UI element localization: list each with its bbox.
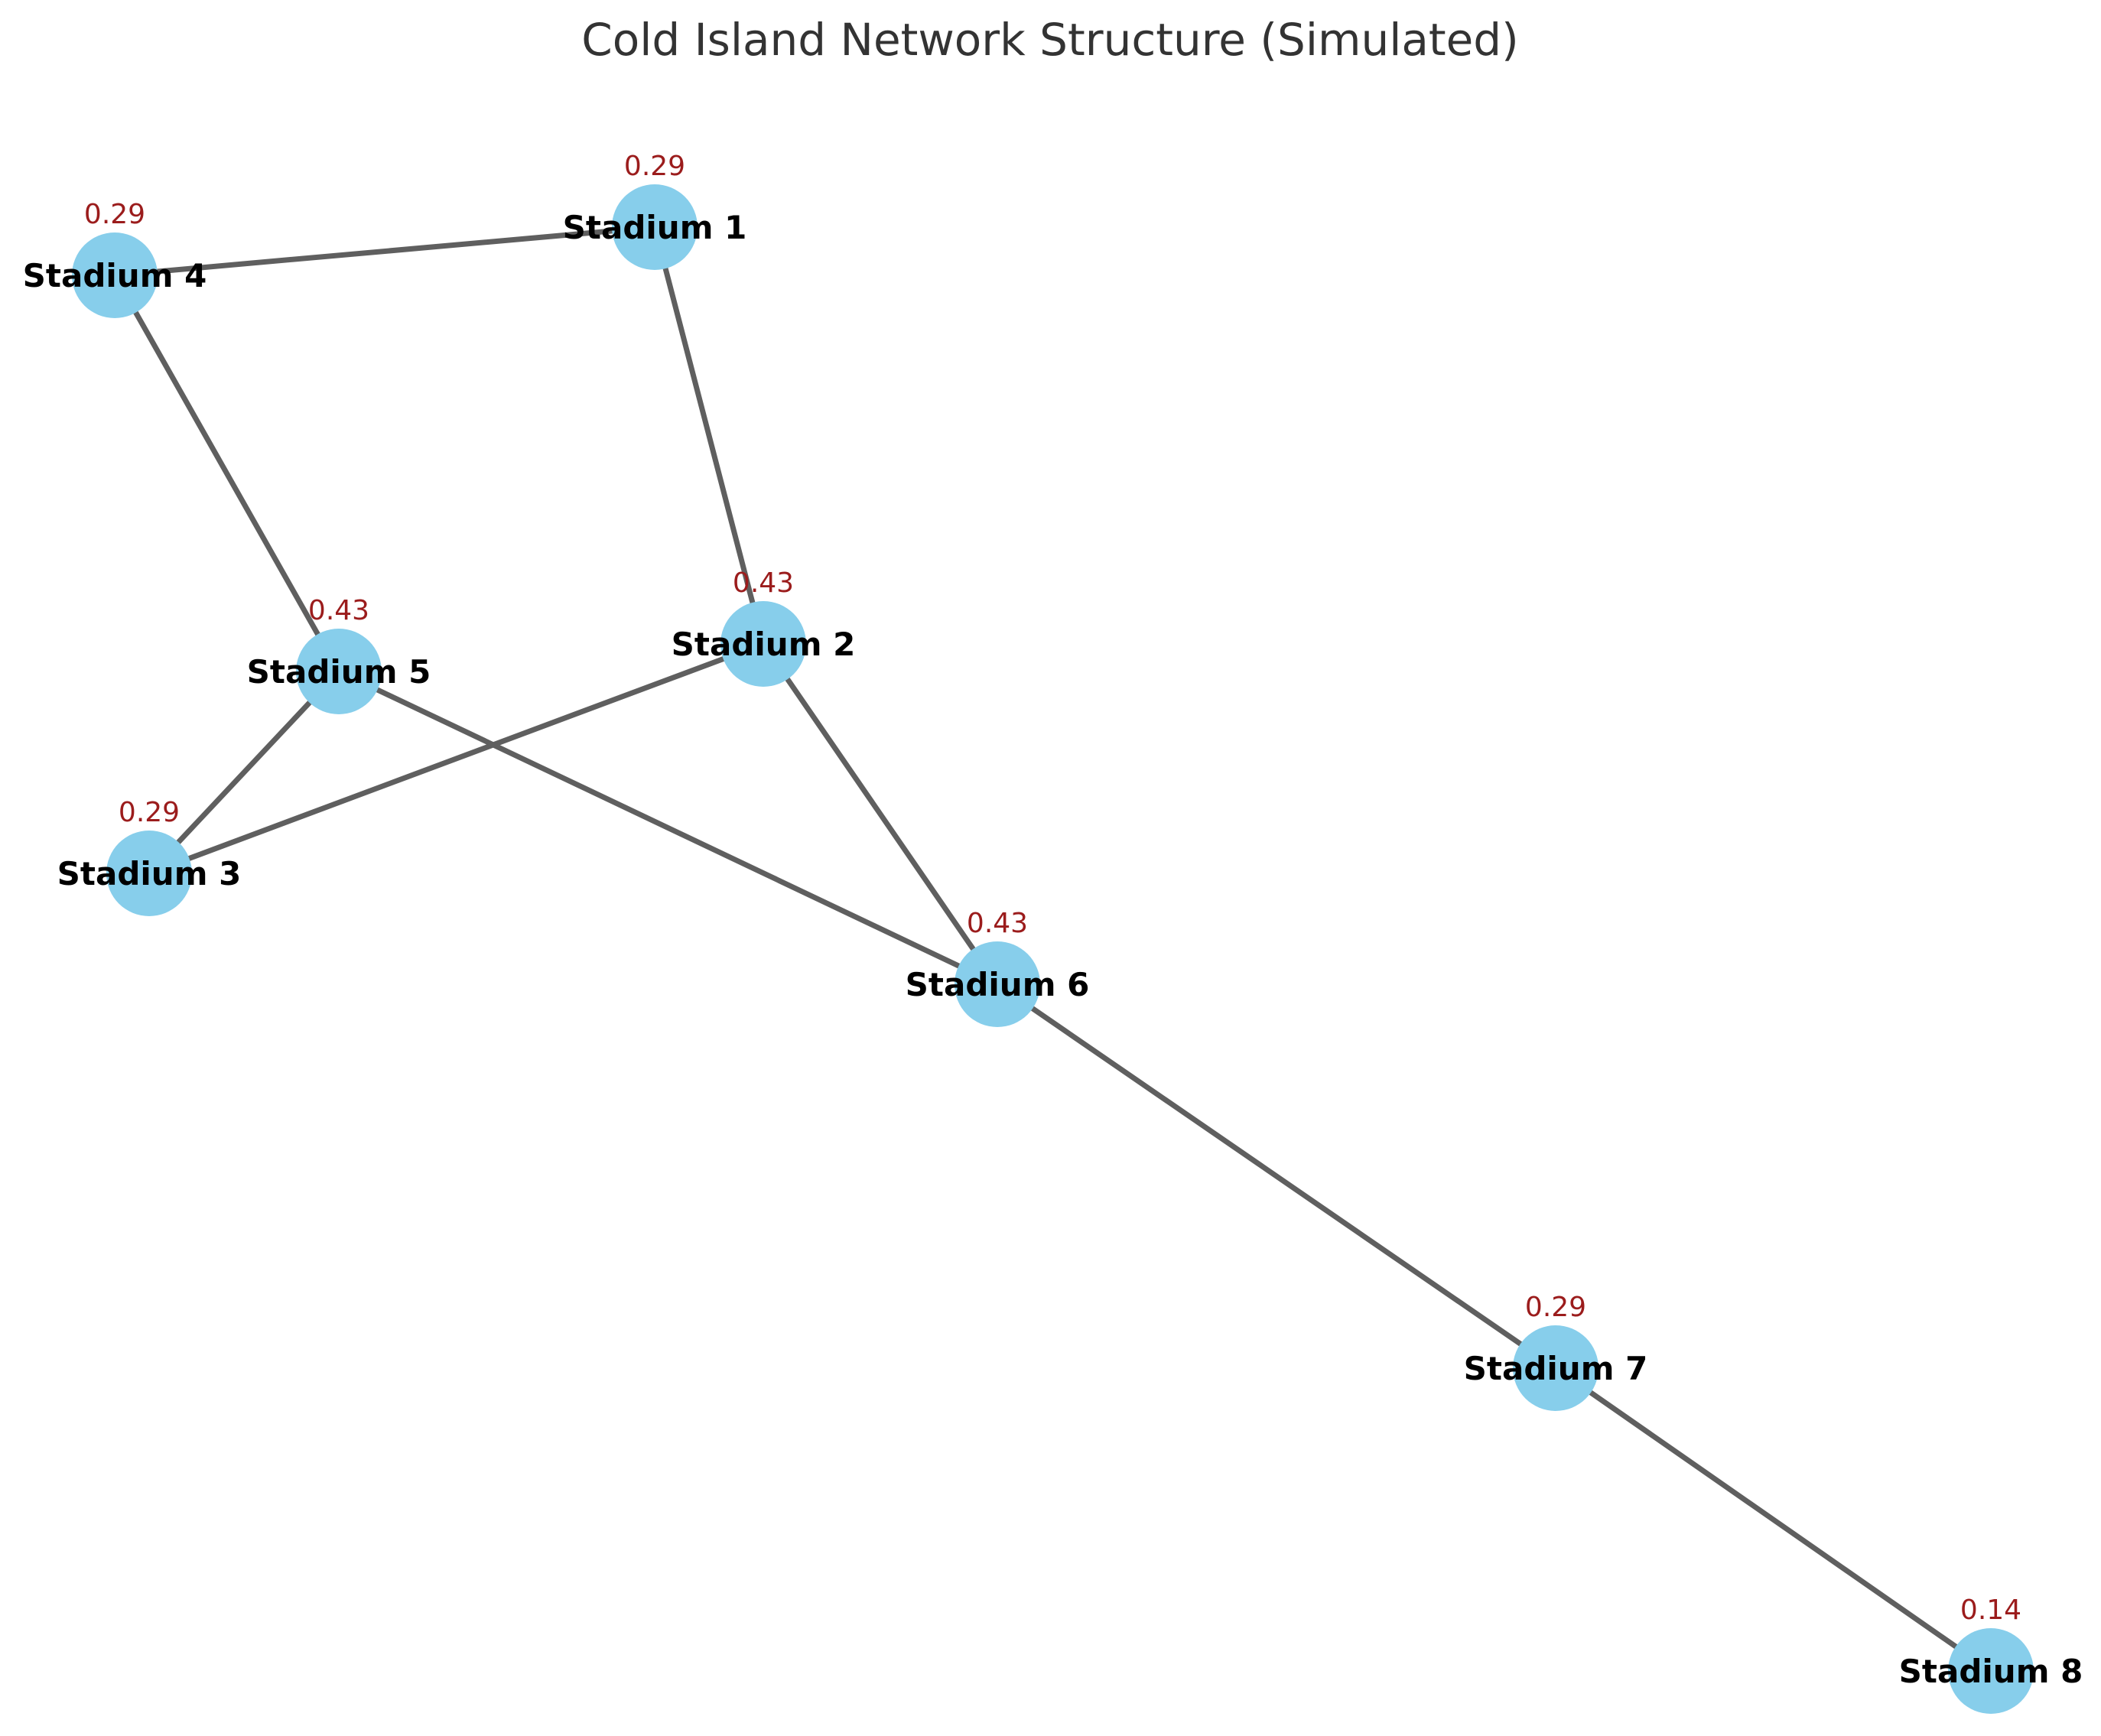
node-value-label: 0.29 [119, 797, 180, 828]
node-name-label: Stadium 5 [247, 653, 431, 691]
edge-s1-s2 [652, 224, 766, 647]
node-circle [106, 831, 192, 916]
edge-s7-s8 [1553, 1365, 1994, 1674]
node-circle [72, 232, 158, 318]
edge-s4-s5 [112, 272, 342, 675]
node-name-label: Stadium 2 [672, 626, 856, 663]
node-value-label: 0.43 [967, 908, 1028, 939]
node-name-label: Stadium 3 [57, 855, 242, 892]
node-circle [296, 629, 382, 714]
edge-s5-s6 [336, 668, 1000, 987]
node-value-label: 0.29 [1525, 1292, 1586, 1323]
edge-s2-s6 [760, 641, 1000, 987]
node-circle [720, 601, 806, 687]
node-value-label: 0.29 [84, 199, 145, 230]
node-name-label: Stadium 1 [563, 209, 747, 246]
node-circle [955, 941, 1040, 1027]
node-name-label: Stadium 7 [1464, 1350, 1648, 1387]
node-value-label: 0.29 [624, 151, 685, 182]
node-name-label: Stadium 8 [1899, 1653, 2083, 1690]
edges-layer [112, 224, 1994, 1674]
edge-s5-s3 [146, 668, 342, 876]
edge-s2-s3 [146, 641, 766, 876]
node-value-label: 0.43 [308, 595, 369, 626]
node-name-label: Stadium 6 [906, 966, 1090, 1003]
node-value-label: 0.43 [733, 567, 794, 599]
edge-s6-s7 [994, 981, 1559, 1371]
node-name-label: Stadium 4 [23, 257, 207, 294]
edge-s4-s1 [112, 224, 658, 278]
graph-title: Cold Island Network Structure (Simulated… [581, 14, 1519, 66]
node-value-label: 0.14 [1960, 1595, 2021, 1626]
node-circle [612, 184, 698, 270]
node-circle [1948, 1628, 2034, 1714]
node-circle [1513, 1325, 1599, 1411]
